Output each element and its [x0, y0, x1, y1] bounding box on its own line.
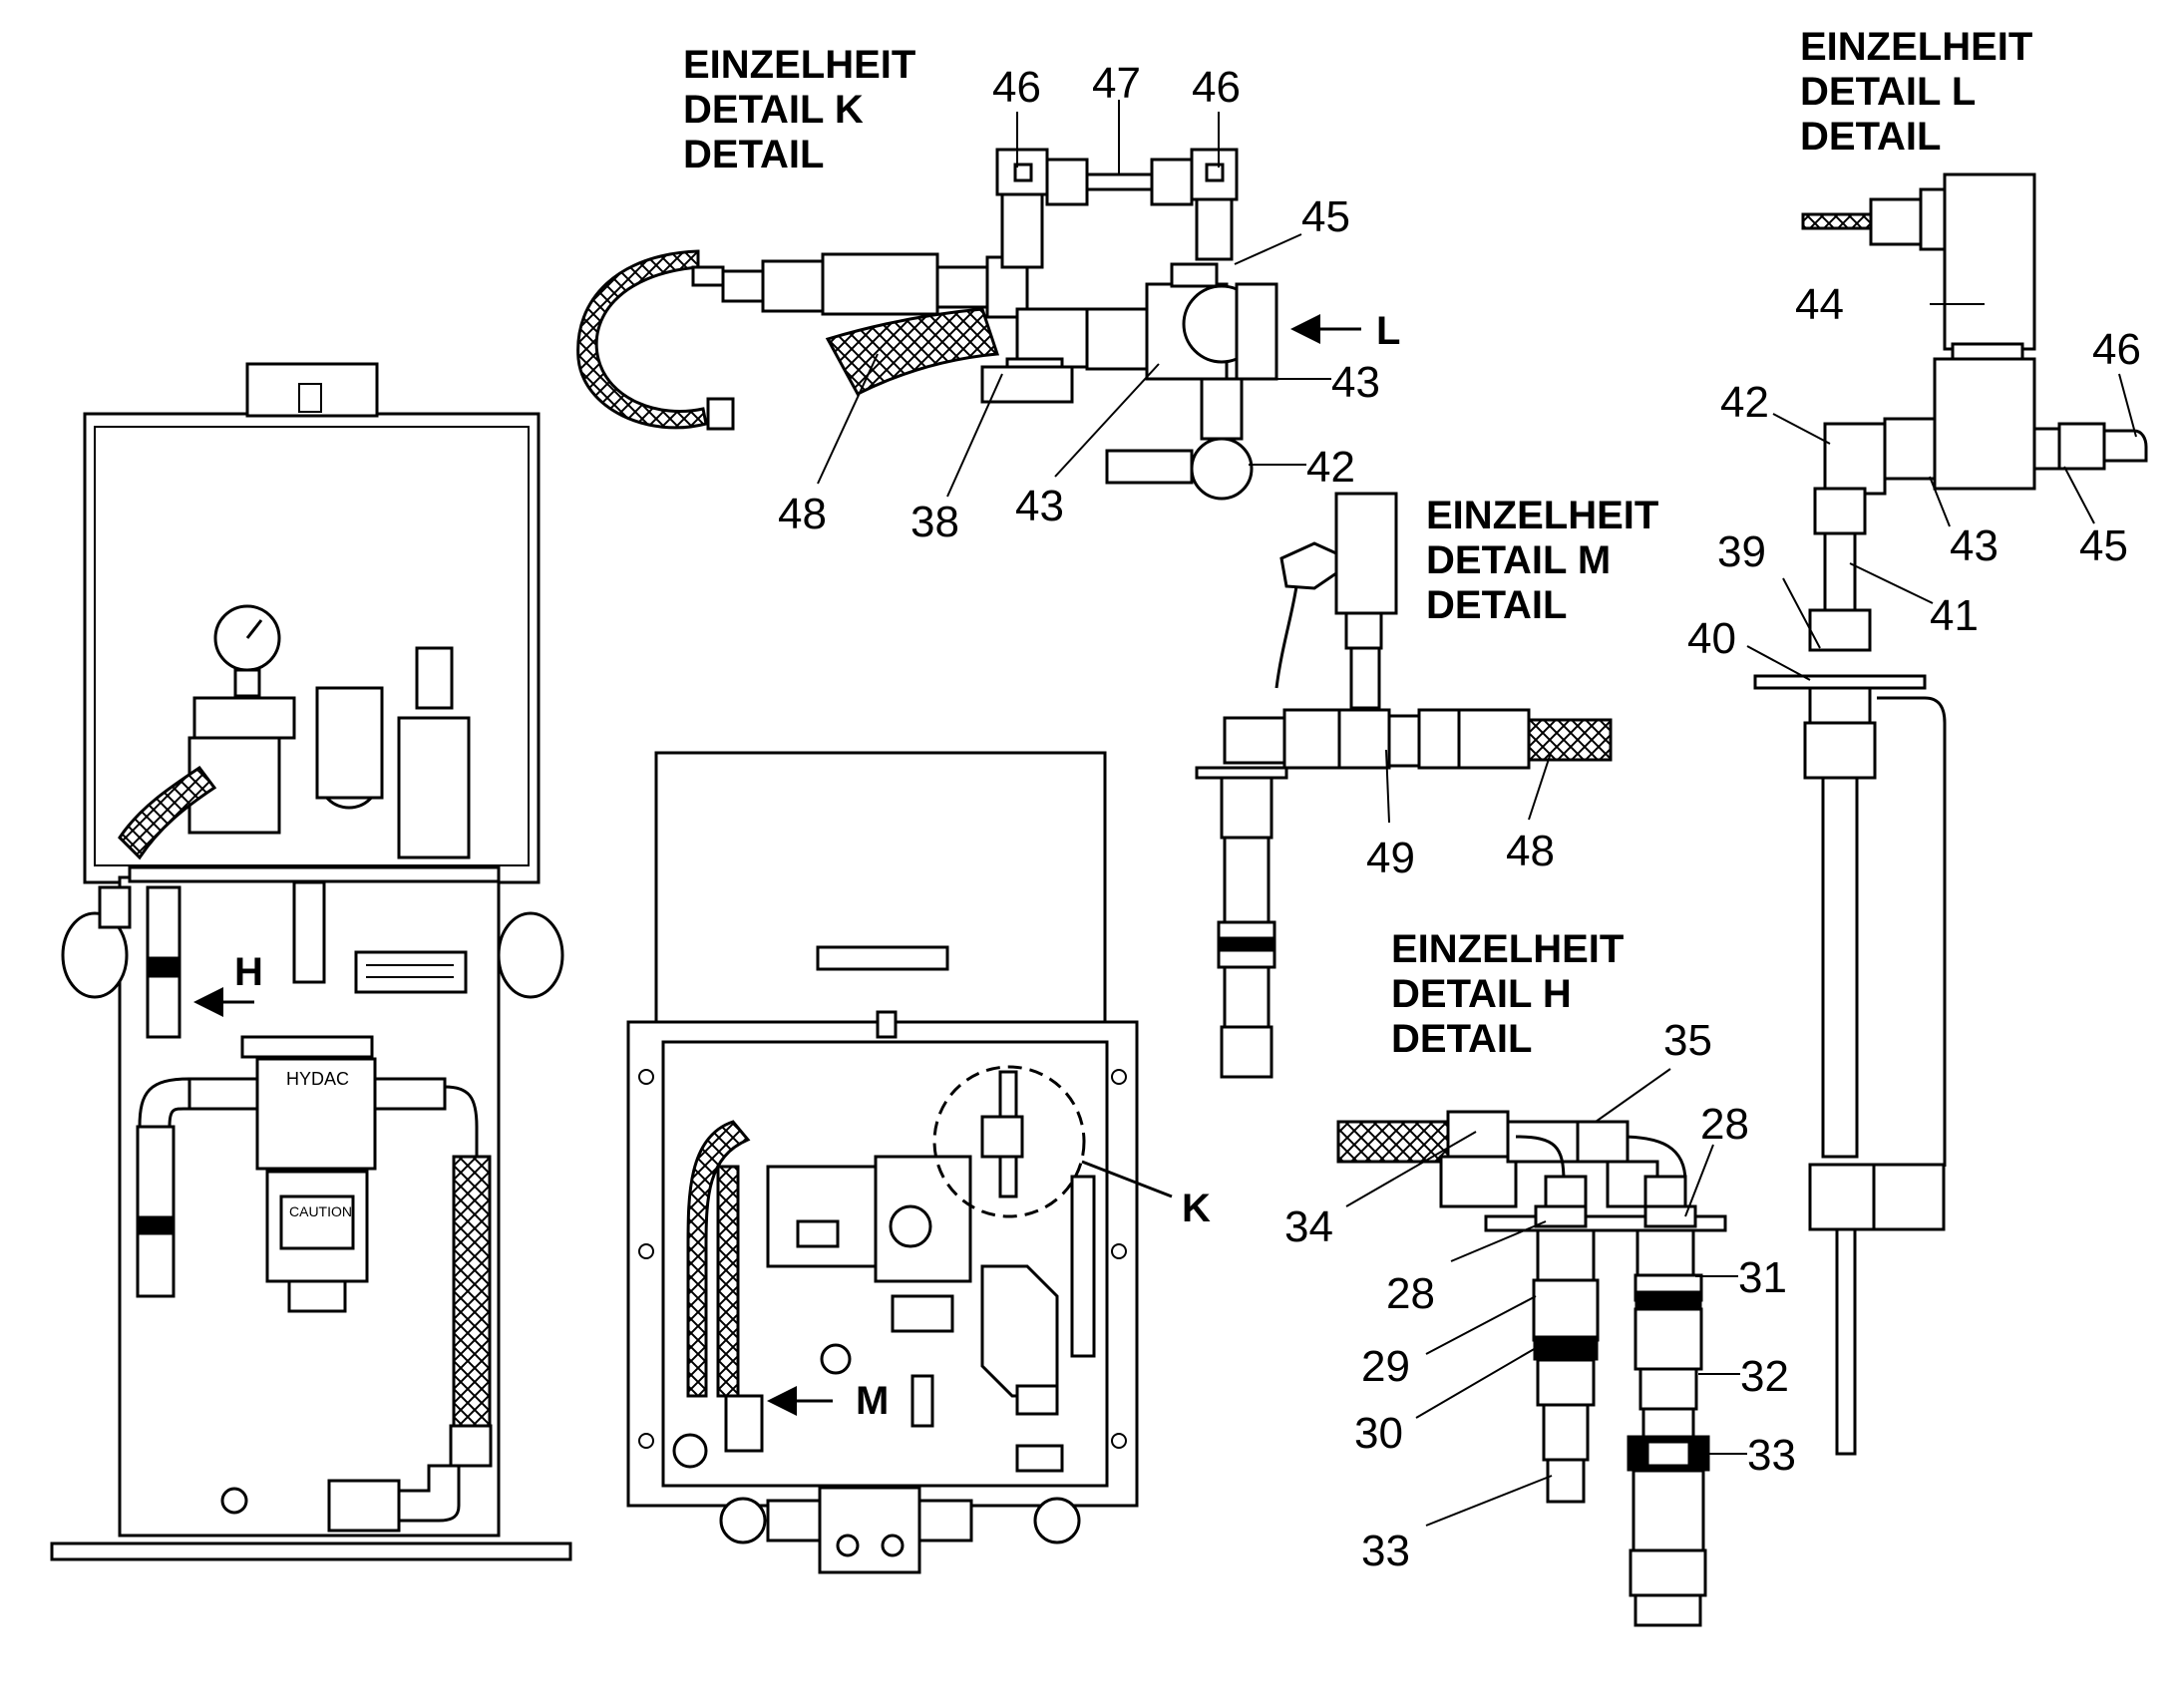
callout-l-46: 46 [2092, 325, 2141, 374]
view-letter-l: L [1376, 309, 1400, 353]
callout-h-29: 29 [1361, 1342, 1410, 1391]
callout-k-48: 48 [778, 490, 827, 538]
callout-k-43a: 43 [1331, 358, 1380, 407]
center-unit-top-view [626, 751, 1139, 1574]
view-letter-k: K [1182, 1187, 1211, 1230]
detail-k-callouts: 46 47 46 45 43 42 48 38 43 [778, 59, 1380, 546]
detail-l-title-line1: EINZELHEIT [1800, 25, 2032, 69]
callout-k-42: 42 [1306, 443, 1355, 492]
left-unit-front-view: HYDAC CAUTION [50, 362, 572, 1561]
callout-h-35: 35 [1663, 1016, 1712, 1065]
detail-h-title-line1: EINZELHEIT [1391, 927, 1624, 971]
view-arrow-m: M [767, 1379, 889, 1423]
detail-k-title: EINZELHEIT DETAIL K DETAIL [683, 43, 915, 176]
leader-k: K [1081, 1160, 1211, 1230]
callout-k-38: 38 [910, 498, 959, 546]
callout-l-42: 42 [1720, 378, 1769, 427]
detail-h-callouts: 35 28 34 28 31 29 32 30 33 33 [1284, 1016, 1796, 1575]
callout-k-45: 45 [1301, 192, 1350, 241]
view-arrow-l: L [1290, 309, 1400, 353]
detail-m-title-line2: DETAIL M [1426, 538, 1611, 582]
detail-l-title-line3: DETAIL [1800, 115, 1941, 159]
callout-l-40: 40 [1687, 614, 1736, 663]
callout-l-39: 39 [1717, 527, 1766, 576]
detail-m-assembly [1195, 492, 1613, 1079]
detail-h-assembly [1336, 1110, 1727, 1627]
hydac-filter: HYDAC CAUTION [240, 1035, 377, 1313]
detail-l-callouts: 44 46 42 43 45 39 41 40 [1687, 280, 2141, 681]
detail-h-title: EINZELHEIT DETAIL H DETAIL [1391, 927, 1624, 1061]
detail-k-title-line2: DETAIL K [683, 88, 864, 132]
caution-plate-label: CAUTION [289, 1203, 352, 1219]
detail-h-title-line2: DETAIL H [1391, 972, 1572, 1016]
detail-l-assembly [1753, 172, 2148, 1456]
callout-k-47: 47 [1092, 59, 1141, 108]
detail-l-title: EINZELHEIT DETAIL L DETAIL [1800, 25, 2032, 159]
view-letter-h: H [234, 950, 263, 994]
detail-k-title-line1: EINZELHEIT [683, 43, 915, 87]
view-arrow-h: H [193, 950, 263, 1017]
callout-h-28b: 28 [1386, 1269, 1435, 1318]
callout-l-43: 43 [1950, 521, 1998, 570]
detail-m-callouts: 49 48 [1366, 749, 1555, 882]
view-letter-m: M [856, 1379, 889, 1423]
detail-l-title-line2: DETAIL L [1800, 70, 1976, 114]
callout-k-46b: 46 [1192, 63, 1241, 112]
detail-m-title: EINZELHEIT DETAIL M DETAIL [1426, 494, 1658, 627]
callout-k-46a: 46 [992, 63, 1041, 112]
detail-k-title-line3: DETAIL [683, 133, 824, 176]
filter-brand-label: HYDAC [286, 1069, 349, 1089]
callout-h-34: 34 [1284, 1202, 1333, 1251]
callout-l-41: 41 [1930, 591, 1979, 640]
callout-h-33a: 33 [1361, 1527, 1410, 1575]
detail-h-title-line3: DETAIL [1391, 1017, 1532, 1061]
callout-h-32: 32 [1740, 1352, 1789, 1401]
detail-m-title-line3: DETAIL [1426, 583, 1567, 627]
callout-m-49: 49 [1366, 834, 1415, 882]
callout-h-28a: 28 [1700, 1100, 1749, 1149]
callout-h-31: 31 [1738, 1253, 1787, 1302]
callout-m-48: 48 [1506, 827, 1555, 875]
detail-m-title-line1: EINZELHEIT [1426, 494, 1658, 537]
callout-h-33b: 33 [1747, 1431, 1796, 1480]
callout-k-43b: 43 [1015, 482, 1064, 530]
callout-l-45: 45 [2079, 521, 2128, 570]
detail-k-assembly [576, 148, 1278, 501]
callout-l-44: 44 [1795, 280, 1844, 329]
callout-h-30: 30 [1354, 1409, 1403, 1458]
gauge-left-icon [213, 604, 281, 698]
